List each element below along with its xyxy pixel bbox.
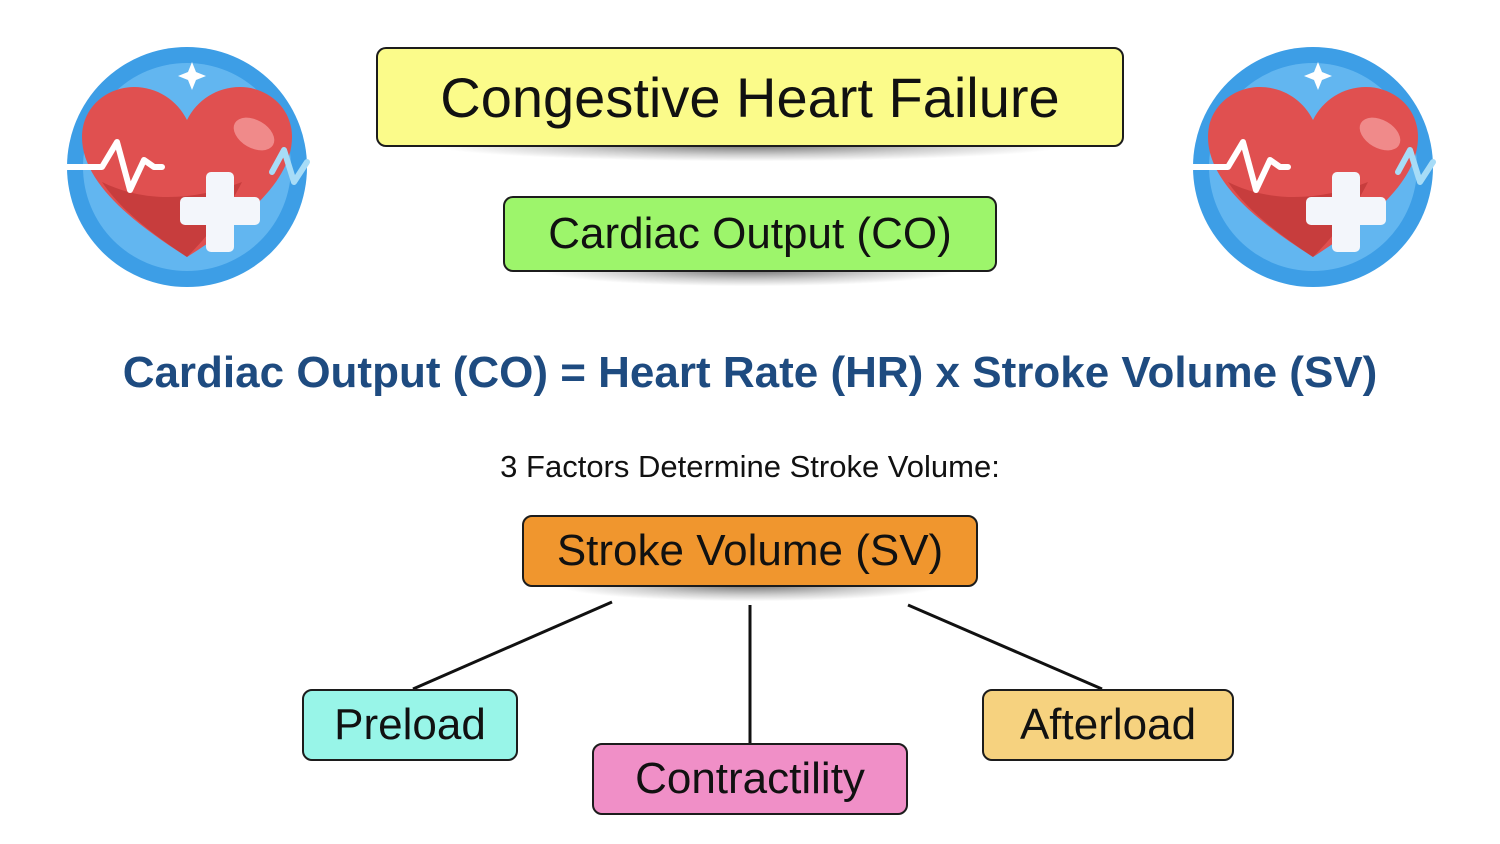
title-box: Congestive Heart Failure [376, 47, 1124, 161]
afterload-text: Afterload [1019, 700, 1197, 749]
connector-preload [412, 600, 613, 691]
stroke-volume-text: Stroke Volume (SV) [556, 526, 944, 575]
contractility-box: Contractility [592, 743, 908, 815]
preload-text: Preload [334, 700, 486, 749]
cardiac-output-text: Cardiac Output (CO) [548, 209, 952, 258]
title-text: Congestive Heart Failure [440, 65, 1060, 129]
connector-afterload [907, 603, 1103, 691]
preload-box: Preload [302, 689, 518, 761]
heart-health-icon [64, 47, 310, 287]
formula-text: Cardiac Output (CO) = Heart Rate (HR) x … [122, 348, 1378, 397]
cardiac-output-box: Cardiac Output (CO) [503, 196, 997, 286]
stroke-volume-box: Stroke Volume (SV) [522, 515, 978, 601]
factors-heading: 3 Factors Determine Stroke Volume: [500, 449, 1000, 484]
afterload-box: Afterload [982, 689, 1234, 761]
heart-health-icon [1190, 47, 1436, 287]
contractility-text: Contractility [635, 754, 865, 803]
